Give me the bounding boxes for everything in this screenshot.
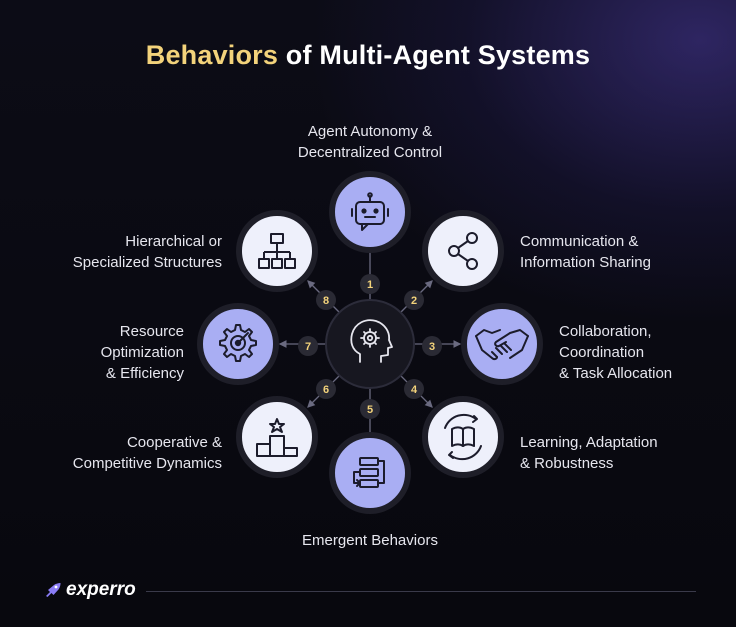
node-5: [329, 432, 411, 514]
badge-5: 5: [360, 399, 380, 419]
number-badges: 1 2 3 4 5 6 7 8: [298, 274, 442, 419]
badge-number: 7: [305, 341, 311, 353]
node-6-label: Cooperative & Competitive Dynamics: [72, 434, 222, 472]
node-4-label: Learning, Adaptation & Robustness: [520, 434, 658, 472]
badge-4: 4: [404, 379, 424, 399]
handshake-icon: [475, 329, 529, 361]
book-cycle-icon: [444, 413, 482, 461]
badge-7: 7: [298, 336, 318, 356]
brand-logo: experro: [44, 579, 136, 601]
node-7-label: Resource Optimization & Efficiency: [100, 323, 184, 382]
share-icon: [448, 232, 478, 270]
title-highlight: Behaviors: [145, 40, 279, 70]
brand-name: experro: [66, 579, 136, 600]
node-7: [197, 303, 279, 385]
node-8: [236, 210, 318, 292]
badge-6: 6: [316, 379, 336, 399]
node-4: [422, 396, 504, 478]
badge-2: 2: [404, 290, 424, 310]
node-3: [461, 303, 543, 385]
title-rest: of Multi-Agent Systems: [278, 40, 591, 70]
node-3-label: Collaboration, Coordination & Task Alloc…: [559, 323, 673, 382]
head-gear-icon: [350, 319, 393, 363]
rocket-logo-icon: [46, 583, 61, 597]
badge-number: 4: [411, 384, 418, 396]
badge-number: 5: [367, 404, 373, 416]
node-1-label: Agent Autonomy & Decentralized Control: [297, 123, 443, 161]
badge-number: 3: [429, 341, 435, 353]
badge-number: 2: [411, 295, 417, 307]
page-title: Behaviors of Multi-Agent Systems: [0, 40, 736, 71]
node-8-label: Hierarchical or Specialized Structures: [72, 233, 222, 271]
badge-1: 1: [360, 274, 380, 294]
center-hub: [325, 299, 415, 389]
flowchart-icon: [353, 457, 385, 488]
badge-8: 8: [316, 290, 336, 310]
badge-number: 6: [323, 384, 329, 396]
gear-target-icon: [219, 324, 257, 362]
node-2-label: Communication & Information Sharing: [520, 233, 651, 271]
badge-number: 1: [367, 279, 373, 291]
hierarchy-icon: [258, 233, 296, 269]
footer-divider: [146, 591, 696, 592]
robot-chat-icon: [351, 192, 389, 231]
node-6: [236, 396, 318, 478]
badge-3: 3: [422, 336, 442, 356]
node-5-label: Emergent Behaviors: [302, 532, 438, 549]
badge-number: 8: [323, 295, 329, 307]
node-2: [422, 210, 504, 292]
node-1: [329, 171, 411, 253]
podium-icon: [256, 418, 298, 457]
